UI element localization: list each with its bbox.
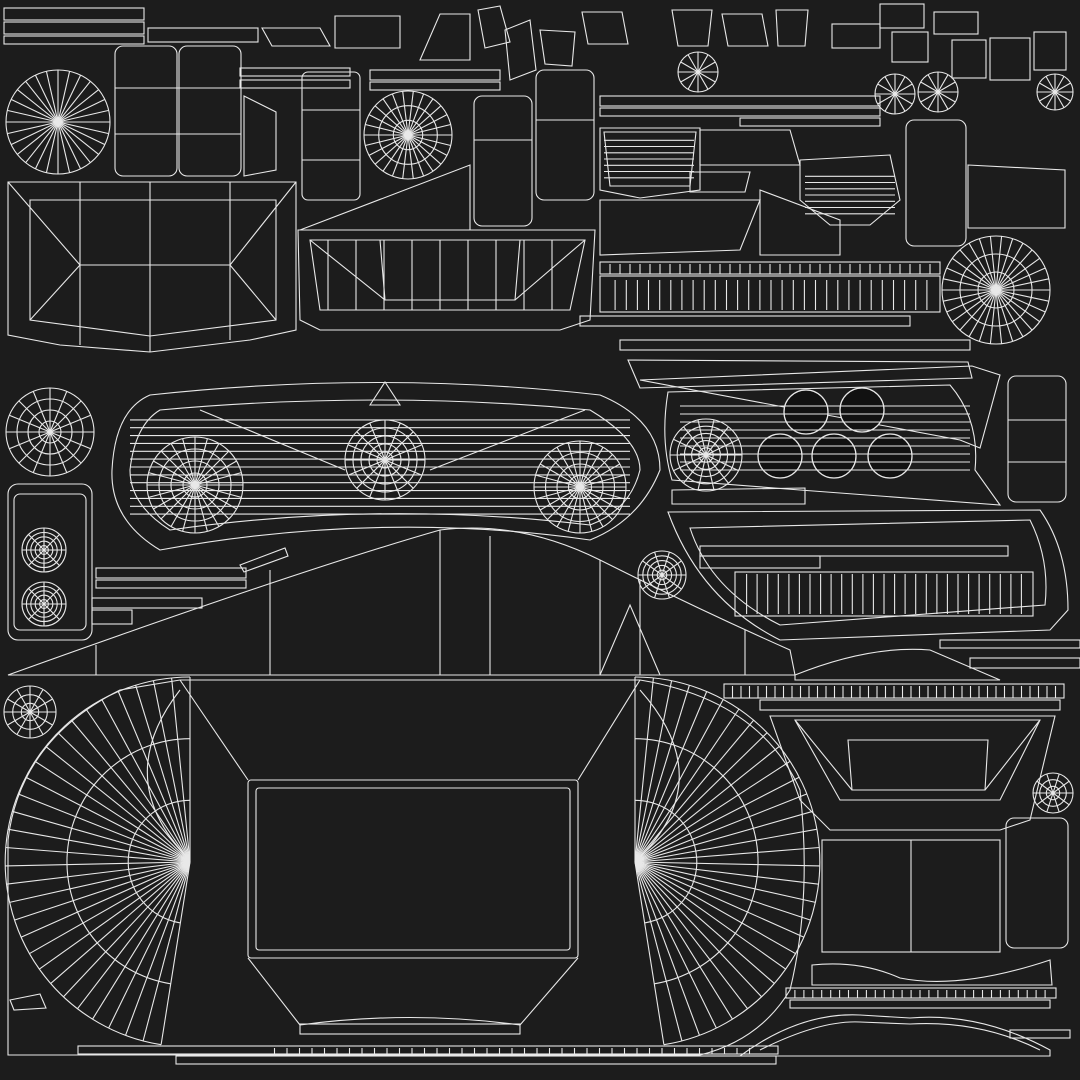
fan-island: [5, 69, 111, 175]
stripe-group: [604, 139, 694, 179]
fan-island: [917, 71, 959, 113]
fan-island: [637, 550, 687, 600]
vent-circles: [757, 387, 913, 479]
upper-right-islands: [579, 95, 1067, 503]
fan-island: [677, 51, 719, 93]
vent-circle: [867, 433, 913, 479]
top-strip-islands: [3, 3, 1067, 91]
fan-island: [874, 73, 916, 115]
bottom-arch-strip: [9, 993, 1071, 1057]
right-lower-islands: [723, 639, 1080, 1009]
fan-island: [21, 527, 67, 573]
diagonal-sheet-island: [7, 527, 796, 676]
stripe-group: [680, 405, 970, 471]
vent-panel-island: [664, 384, 1069, 641]
stripe-group: [614, 280, 928, 310]
wedge-fan: [634, 676, 821, 1046]
stripe-group: [327, 240, 553, 310]
upper-left-panel-islands: [7, 45, 596, 353]
fan-island: [5, 387, 95, 477]
vent-circle: [811, 433, 857, 479]
stripe-group: [130, 419, 630, 515]
vent-circle: [757, 433, 803, 479]
circular-fan-islands: [3, 51, 1074, 1046]
stripe-detail-lines: [130, 139, 1057, 1054]
stripe-group: [746, 574, 1022, 614]
left-column-islands: [7, 483, 289, 641]
fan-island: [3, 685, 57, 739]
vent-circle: [783, 389, 829, 435]
stripe-group: [609, 264, 931, 274]
wedge-fan: [4, 676, 191, 1046]
fan-island: [21, 581, 67, 627]
fan-island: [1036, 73, 1074, 111]
stripe-group: [731, 686, 1057, 698]
stripe-group: [794, 990, 1046, 998]
main-cluster-island: [7, 679, 805, 1065]
fan-island: [1032, 772, 1074, 814]
fan-island: [941, 235, 1051, 345]
fan-island: [363, 90, 453, 180]
fan-island: [533, 440, 627, 534]
vent-circle: [839, 387, 885, 433]
dashboard-shell-island: [111, 380, 661, 551]
fan-island: [344, 419, 426, 501]
stripe-group: [805, 175, 895, 215]
stripe-group: [273, 1048, 751, 1054]
